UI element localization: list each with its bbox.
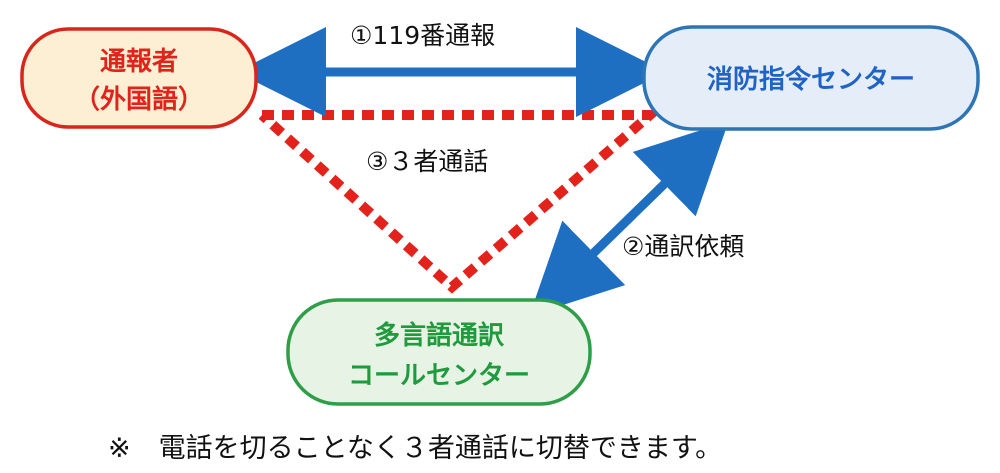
reference-mark: ※: [108, 433, 131, 464]
call-119-label: ①119番通報: [350, 21, 495, 50]
caller-node: 通報者 （外国語）: [20, 27, 258, 129]
interpreter-label-line2: コールセンター: [348, 361, 530, 391]
interpretation-request-arrow: [529, 121, 729, 316]
interpreter-node: 多言語通訳 コールセンター: [286, 298, 592, 406]
interpreter-label-line1: 多言語通訳: [374, 320, 505, 351]
caller-label-line1: 通報者: [100, 47, 178, 77]
fire-center-label: 消防指令センター: [707, 64, 915, 95]
footnote-text: 電話を切ることなく３者通話に切替できます。: [158, 433, 723, 464]
fire-center-node: 消防指令センター: [642, 25, 980, 131]
three-way-call-label: ③３者通話: [366, 147, 488, 176]
interpretation-request-label: ②通訳依頼: [622, 232, 744, 261]
three-way-dotted-line: [258, 110, 664, 294]
caller-label-line2: （外国語）: [74, 84, 204, 115]
footnote: ※ 電話を切ることなく３者通話に切替できます。: [108, 426, 722, 465]
